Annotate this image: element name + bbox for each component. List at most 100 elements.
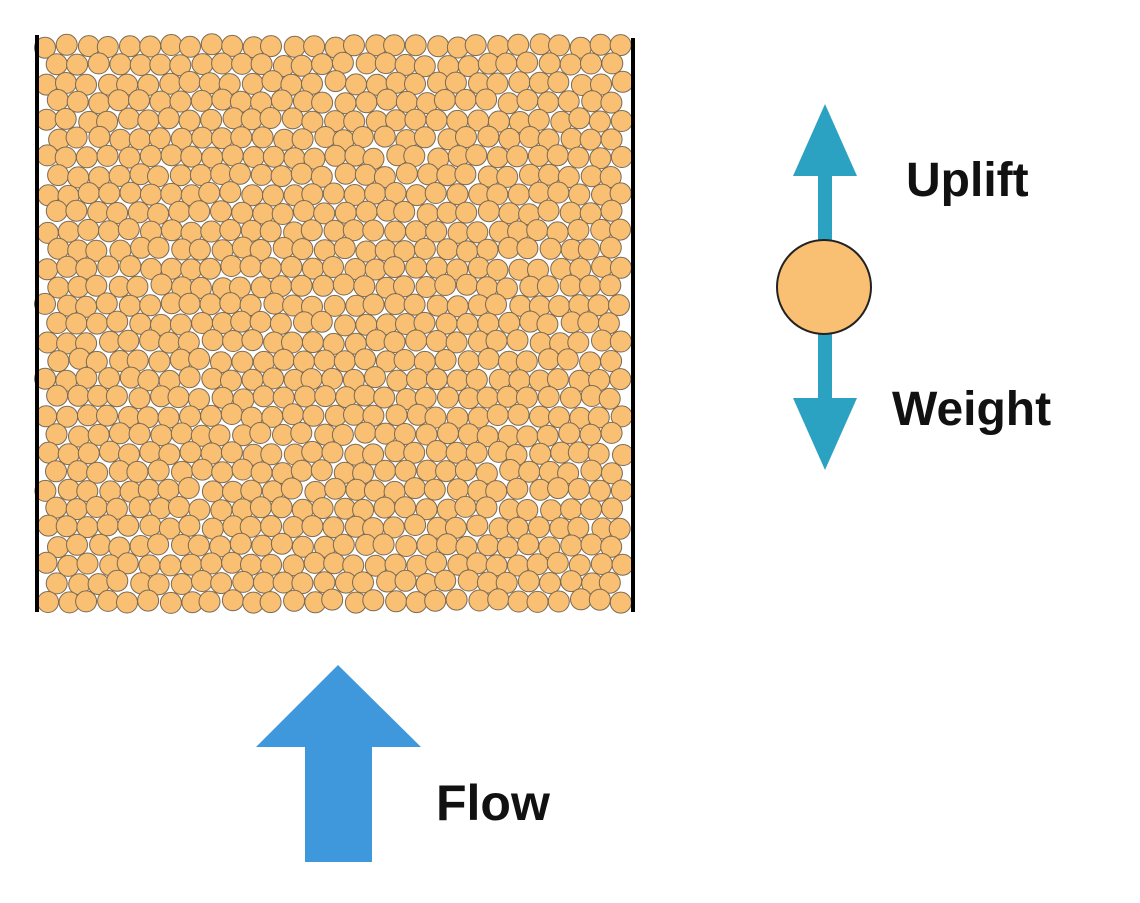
bed-particle bbox=[455, 126, 477, 148]
weight-arrow-icon bbox=[793, 330, 857, 470]
bed-particle bbox=[251, 126, 274, 149]
bed-particle bbox=[200, 220, 223, 243]
bed-particle bbox=[303, 551, 326, 574]
bed-particle bbox=[515, 350, 538, 373]
bed-particle bbox=[353, 275, 376, 298]
bed-particle bbox=[425, 330, 448, 352]
bed-particle bbox=[260, 35, 282, 58]
bed-particle bbox=[599, 274, 622, 297]
bed-particle bbox=[36, 144, 59, 167]
bed-particle bbox=[117, 329, 140, 352]
bed-particle bbox=[579, 423, 602, 446]
bed-particle bbox=[548, 34, 570, 57]
bed-particle bbox=[139, 441, 162, 464]
bed-particle bbox=[437, 386, 459, 409]
bed-particle bbox=[117, 514, 140, 537]
bed-particle bbox=[301, 331, 324, 354]
bed-particle bbox=[600, 128, 623, 151]
bed-particle bbox=[97, 255, 120, 278]
bed-particle bbox=[219, 292, 242, 315]
bed-particle bbox=[230, 310, 253, 333]
uplift-arrow-icon bbox=[793, 104, 857, 244]
bed-particle bbox=[283, 589, 306, 612]
bed-particle bbox=[589, 147, 612, 170]
bed-particle bbox=[37, 441, 60, 464]
bed-particle bbox=[404, 72, 426, 95]
bed-particle bbox=[384, 220, 407, 243]
bed-particle bbox=[301, 440, 324, 463]
bed-particle bbox=[506, 477, 529, 500]
bed-particle bbox=[291, 128, 314, 151]
bed-particle bbox=[222, 330, 245, 352]
bed-particle bbox=[612, 444, 634, 466]
bed-particle bbox=[567, 331, 590, 354]
bed-particle bbox=[34, 36, 56, 59]
bed-particle bbox=[497, 236, 520, 259]
bed-particle bbox=[126, 460, 149, 483]
bed-particle bbox=[211, 88, 234, 111]
bed-particle bbox=[457, 569, 480, 592]
bed-particle bbox=[168, 200, 191, 223]
bed-particle bbox=[117, 218, 140, 241]
bed-particle bbox=[139, 145, 162, 167]
bed-particle bbox=[311, 91, 334, 114]
bed-particle bbox=[527, 144, 550, 167]
bed-particle bbox=[270, 165, 293, 188]
bed-particle bbox=[610, 110, 633, 132]
bed-particle bbox=[425, 220, 448, 243]
bed-particle bbox=[454, 163, 477, 186]
bed-particle bbox=[139, 294, 162, 317]
bed-particle bbox=[351, 126, 374, 148]
bed-particle bbox=[536, 275, 559, 298]
bed-particle bbox=[465, 441, 488, 464]
bed-particle bbox=[250, 163, 273, 186]
bed-particle bbox=[568, 107, 591, 130]
bed-particle bbox=[355, 200, 378, 223]
bed-particle bbox=[311, 53, 334, 76]
bed-particle bbox=[55, 515, 78, 538]
bed-particle bbox=[362, 443, 385, 466]
bed-particle bbox=[85, 350, 108, 373]
bed-particle bbox=[221, 34, 244, 57]
bed-particle bbox=[249, 422, 272, 444]
bed-particle bbox=[149, 53, 172, 76]
bed-particle bbox=[577, 238, 600, 261]
bed-particle bbox=[66, 90, 89, 113]
bed-particle bbox=[199, 257, 222, 280]
bed-particle bbox=[323, 294, 346, 317]
bed-particle bbox=[88, 125, 111, 148]
bed-particle bbox=[220, 255, 243, 277]
bed-particle bbox=[109, 53, 132, 76]
bed-particle bbox=[454, 495, 477, 518]
bed-particle bbox=[498, 202, 521, 225]
bed-particle bbox=[139, 183, 162, 206]
bed-particle bbox=[485, 293, 507, 316]
bed-particle bbox=[424, 406, 447, 429]
bed-particle bbox=[436, 533, 459, 556]
bed-particle bbox=[65, 199, 88, 222]
bed-particle bbox=[434, 274, 457, 296]
bed-particle bbox=[546, 551, 569, 574]
bed-particle bbox=[35, 108, 58, 131]
bed-particle bbox=[611, 553, 634, 576]
bed-particle bbox=[403, 293, 426, 316]
bed-particle bbox=[445, 588, 468, 611]
bed-particle bbox=[475, 462, 498, 485]
bed-particle bbox=[300, 219, 323, 242]
bed-particle bbox=[262, 367, 285, 390]
bed-particle bbox=[259, 220, 282, 243]
bed-particle bbox=[85, 274, 108, 297]
bed-particle bbox=[220, 403, 243, 425]
bed-particle bbox=[580, 165, 603, 188]
bed-particle bbox=[241, 72, 264, 95]
bed-particle bbox=[496, 277, 518, 300]
bed-particle bbox=[86, 461, 109, 484]
bed-particle bbox=[373, 125, 396, 148]
bed-particle bbox=[486, 72, 509, 95]
bed-particle bbox=[198, 181, 221, 204]
bed-particle bbox=[262, 184, 284, 207]
bed-particle bbox=[393, 200, 416, 223]
bed-particle bbox=[577, 311, 600, 334]
bed-particle bbox=[354, 421, 377, 444]
